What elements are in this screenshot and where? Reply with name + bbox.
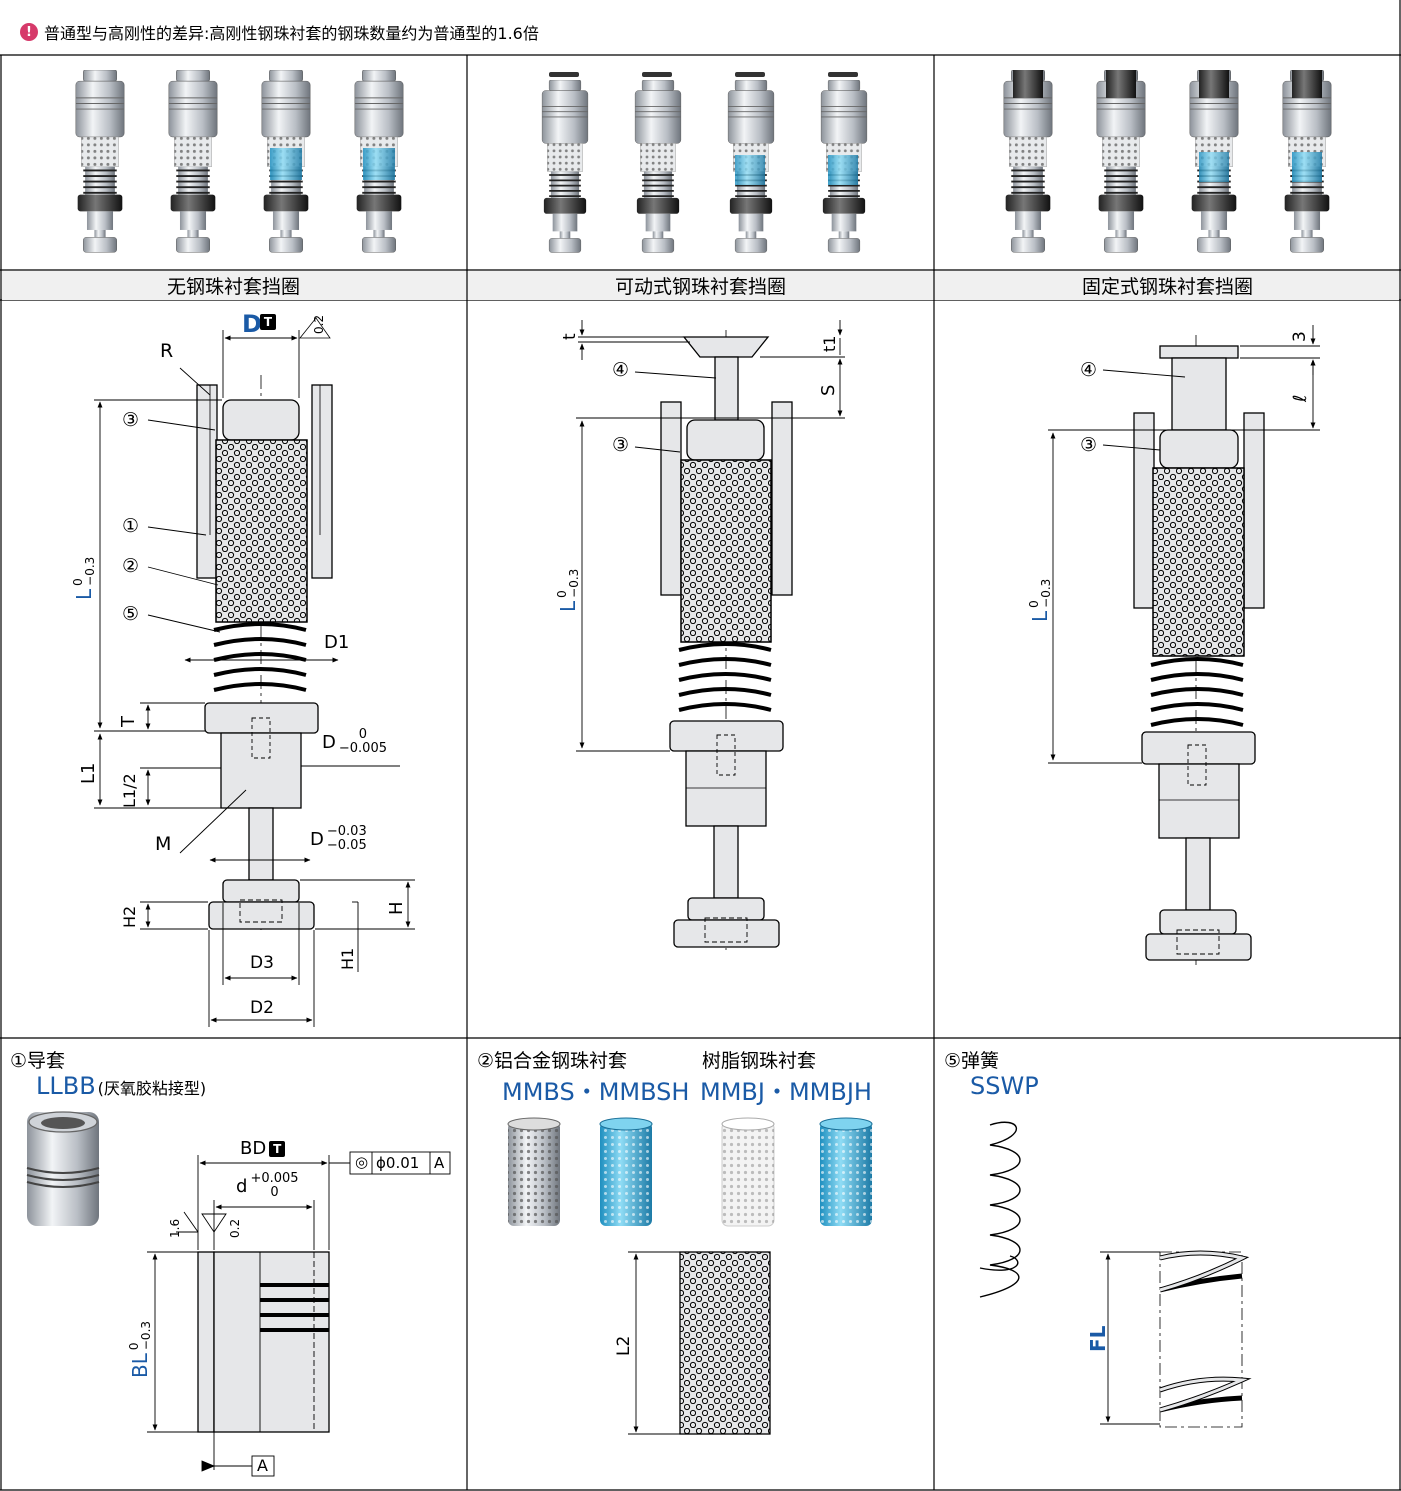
dim-BD: BD T [240, 1138, 286, 1159]
badge-T: T [260, 314, 276, 330]
label-t1: t1 [820, 335, 839, 352]
dim-L-col3: L 0−0.3 [1027, 578, 1053, 622]
header-no-ball: 无钢珠衬套挡圈 [166, 275, 300, 298]
guide-code-note: (厌氧胶粘接型) [97, 1079, 207, 1098]
label-R: R [160, 340, 174, 362]
bushing-title: ②铝合金钢珠衬套 [477, 1050, 628, 1072]
frame-value: ϕ0.01 [376, 1154, 420, 1172]
dim-L-col1: L 0−0.3 [71, 556, 97, 600]
dim-D-tol: D 0−0.005 [322, 727, 387, 756]
label-T: T [118, 716, 139, 727]
label-M: M [155, 833, 172, 855]
dim-BL: BL 0−0.3 [127, 1320, 153, 1378]
header-fixed: 固定式钢珠衬套挡圈 [1081, 275, 1253, 298]
tol-02-guide: 0.2 [228, 1218, 242, 1238]
callout-5: ⑤ [122, 603, 140, 625]
datum-A: A [257, 1456, 268, 1475]
info-pin-icon: ! [20, 23, 38, 41]
label-ell: ℓ [1290, 394, 1311, 402]
callout-1: ① [122, 515, 140, 537]
callout-4-col2: ④ [612, 359, 630, 381]
label-t: t [560, 333, 580, 340]
dim-D-tol2: D −0.03−0.05 [310, 824, 367, 853]
guide-code-row: LLBB (厌氧胶粘接型) [36, 1072, 206, 1100]
label-L2: L2 [614, 1335, 634, 1356]
tol-02: 0.2 [312, 314, 326, 334]
col3-drawing [1048, 325, 1320, 965]
guide-bushing-drawing [26, 1111, 451, 1477]
roughness-16: 1.6 [168, 1218, 182, 1238]
label-L1-half: L1/2 [120, 773, 139, 808]
label-D: D [242, 310, 262, 338]
product-photos [74, 70, 1333, 254]
label-H1: H1 [338, 947, 357, 970]
guide-title: ①导套 [10, 1050, 66, 1072]
callout-2: ② [122, 555, 140, 577]
bushing-title2: 树脂钢珠衬套 [702, 1050, 817, 1072]
col1-drawing [94, 317, 415, 1027]
spring-drawing [979, 1121, 1252, 1428]
note-row: ! 普通型与高刚性的差异:高刚性钢珠衬套的钢珠数量约为普通型的1.6倍 [20, 20, 539, 44]
label-D1: D1 [324, 632, 350, 653]
spring-title: ⑤弹簧 [944, 1050, 1000, 1072]
frame-ref: A [434, 1154, 445, 1172]
bushing-code: MMBS・MMBSH [502, 1078, 690, 1106]
concentricity-icon: ◎ [355, 1153, 369, 1171]
bushing-code2: MMBJ・MMBJH [700, 1078, 872, 1106]
callout-3: ③ [122, 409, 140, 431]
ball-bushing-drawing [507, 1117, 873, 1435]
spring-code: SSWP [970, 1072, 1039, 1100]
guide-photo [26, 1111, 100, 1226]
label-3: 3 [1290, 331, 1310, 342]
label-S: S [818, 384, 839, 396]
note-text: 普通型与高刚性的差异:高刚性钢珠衬套的钢珠数量约为普通型的1.6倍 [44, 24, 539, 43]
label-H: H [386, 901, 407, 915]
label-D2: D2 [250, 998, 274, 1018]
header-movable: 可动式钢珠衬套挡圈 [614, 275, 786, 298]
callout-3-col3: ③ [1080, 434, 1098, 456]
col2-drawing [576, 320, 845, 950]
dim-L-col2: L 0−0.3 [555, 568, 581, 612]
label-FL: FL [1086, 1325, 1110, 1352]
callout-4-col3: ④ [1080, 359, 1098, 381]
guide-code: LLBB [36, 1072, 96, 1100]
callout-3-col2: ③ [612, 434, 630, 456]
label-L1: L1 [78, 762, 99, 784]
label-D3: D3 [250, 953, 274, 973]
label-H2: H2 [120, 905, 139, 928]
